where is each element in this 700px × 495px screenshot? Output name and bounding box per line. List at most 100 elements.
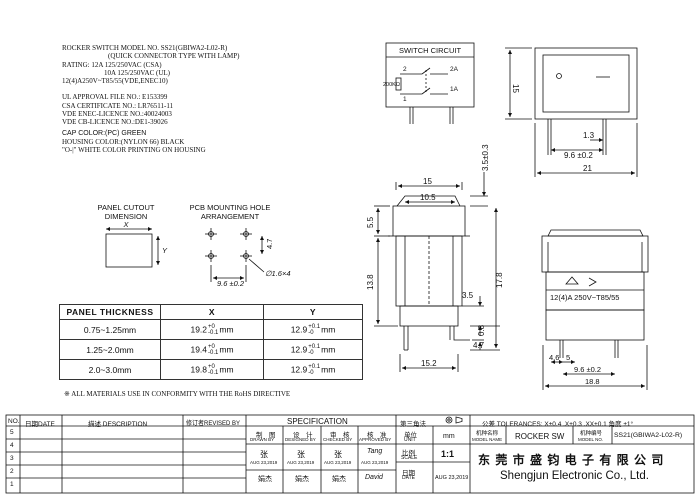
dim-label: ∅1.6×4 [265,269,291,278]
tb-tolerances: 公差 TOLERANCES: X±0.4 .X±0.3 .XX±0.1 角度 ±… [482,421,634,428]
tb-row-num: 1 [10,481,14,488]
tb-sig-name: David [365,474,383,481]
table-header: PANEL THICKNESS [59,304,161,320]
tb-role: 设 计 [293,432,313,439]
dim-label: 4.7 [473,341,485,350]
dim-label: 0.8 [477,324,486,336]
tb-specification: SPECIFICATION [287,417,348,426]
tb-signature: 张 [260,450,268,459]
tb-unit-label-en: UNIT [404,437,416,443]
tb-scale-label-en: SCALE [401,455,418,461]
tb-date-label: 日期 [402,470,415,477]
tb-model-no-label-en: MODEL NO. [578,437,604,442]
tb-sig-date: AUG 23,2019 [324,460,352,465]
dim-label: 9.6 ±0.2 [574,365,601,374]
tb-sig-date: AUG 23,2019 [250,460,278,465]
pcb-title: ARRANGEMENT [201,212,260,221]
tb-role-en: DESIGNED BY [285,437,316,442]
dim-label: X [122,220,129,229]
tb-date: 日期DATE [25,421,55,428]
switch-circuit-box [385,42,475,108]
tb-company-en: Shengjun Electronic Co., Ltd. [500,470,649,482]
circuit-label: 2A [450,66,459,73]
tb-model-no-value: SS21(GBIWA2-L02-R) [614,432,683,439]
dim-label: 9.6 ±0.2 [217,279,245,288]
tb-role: 制 图 [256,432,276,439]
tb-revised: 修订者REVISED BY [186,421,241,427]
tb-date-label-en: DATE [402,475,415,481]
tb-sig-date: AUG 23,2019 [287,460,315,465]
tb-model-no-label: 机种编号 [580,431,603,437]
dim-label: 18.8 [585,377,600,386]
spec-line: ROCKER SWITCH MODEL NO. SS21(GBIWA2-L02-… [62,44,228,52]
front-view-body [534,47,638,120]
tb-scale-label: 比例 [402,450,415,457]
thickness-cell: 1.25~2.0mm [59,339,161,360]
dim-label: 4.6 [549,353,559,362]
spec-line: UL APPROVAL FILE NO.: E153399 [62,93,168,102]
table-header: X [160,304,264,320]
circuit-label: 1A [450,86,459,93]
tb-description: 描述 DESCRIPTION [88,421,148,428]
thickness-cell: 0.75~1.25mm [59,319,161,340]
x-cell: 19.4+0-0.1mm [160,339,264,360]
dim-label: 5.5 [366,216,375,228]
tb-signature: Tang [367,448,383,455]
tb-third-angle: 第三角法 [400,421,426,428]
tb-row-num: 5 [10,429,14,436]
spec-line: VDE ENEC-LICENCE NO.:40024003 [62,110,172,119]
tb-scale-value: 1:1 [441,449,455,459]
tb-role-en: APPROVED BY [359,437,392,442]
spec-line: 12(4)A250V~T85/55(VDE,ENEC10) [62,77,168,86]
rohs-note: ※ ALL MATERIALS USE IN CONFORMITY WITH T… [64,390,291,398]
pcb-holes [205,228,252,262]
spec-line: (QUICK CONNECTOR TYPE WITH LAMP) [108,52,240,61]
tb-sig-name: 娟杰 [332,476,346,483]
tb-role-en: CHECKED BY [323,437,353,442]
dim-label: 4.7 [265,239,274,249]
tb-unit-label: 单位 [404,432,417,439]
spec-line: RATING: 12A 125/250VAC (CSA) [62,60,162,69]
dim-label: 17.8 [495,272,504,288]
tb-model-name-label: 机种名称 [476,431,499,437]
panel-cutout-title: DIMENSION [105,212,148,221]
spec-line: HOUSING COLOR:(NYLON 66) BLACK [62,137,185,146]
dim-label: 15 [511,84,520,93]
tb-sig-date: AUG 23,2019 [361,460,389,465]
tb-row-num: 2 [10,468,14,475]
pcb-title: PCB MOUNTING HOLE [190,203,271,212]
tb-role-en: DRAWN BY [250,437,275,442]
tb-role: 审 核 [330,432,350,439]
dim-label: 21 [583,164,592,173]
housing-marking: 12(4)A 250V~T85/55 [550,293,619,302]
dim-label: 1.3 [583,131,595,140]
dim-label: 10.5 [420,193,436,202]
dim-label: Y [162,246,168,255]
table-header: Y [263,304,363,320]
dim-label: 5 [566,353,570,362]
panel-thickness-table: PANEL THICKNESS X Y 0.75~1.25mm 19.2+0-0… [59,304,363,380]
x-cell: 19.8+0-0.1mm [160,359,264,380]
tb-row-num: 4 [10,442,14,449]
spec-text: ROCKER SWITCH MODEL NO. SS21(GBIWA2-L02-… [62,44,239,155]
tb-row-num: 3 [10,455,14,462]
dim-label: 3.5±0.3 [481,144,490,171]
panel-cutout-rect [105,233,153,268]
tb-role: 核 准 [367,432,387,439]
tb-model-name-label-en: MODEL NAME [472,437,503,442]
tb-no: NO. [8,418,20,425]
circuit-label: 200KΩ [383,82,400,88]
tb-model-name-value: ROCKER SW [515,432,565,441]
spec-line: 10A 125/250VAC (UL) [104,68,170,77]
spec-line: VDE CB-LICENCE NO.:DE1-39026 [62,118,168,127]
tb-sig-name: 娟杰 [295,476,309,483]
switch-circuit-title: SWITCH CIRCUIT [399,46,461,55]
tb-unit-value: mm [443,433,455,440]
panel-cutout-title: PANEL CUTOUT [98,203,155,212]
